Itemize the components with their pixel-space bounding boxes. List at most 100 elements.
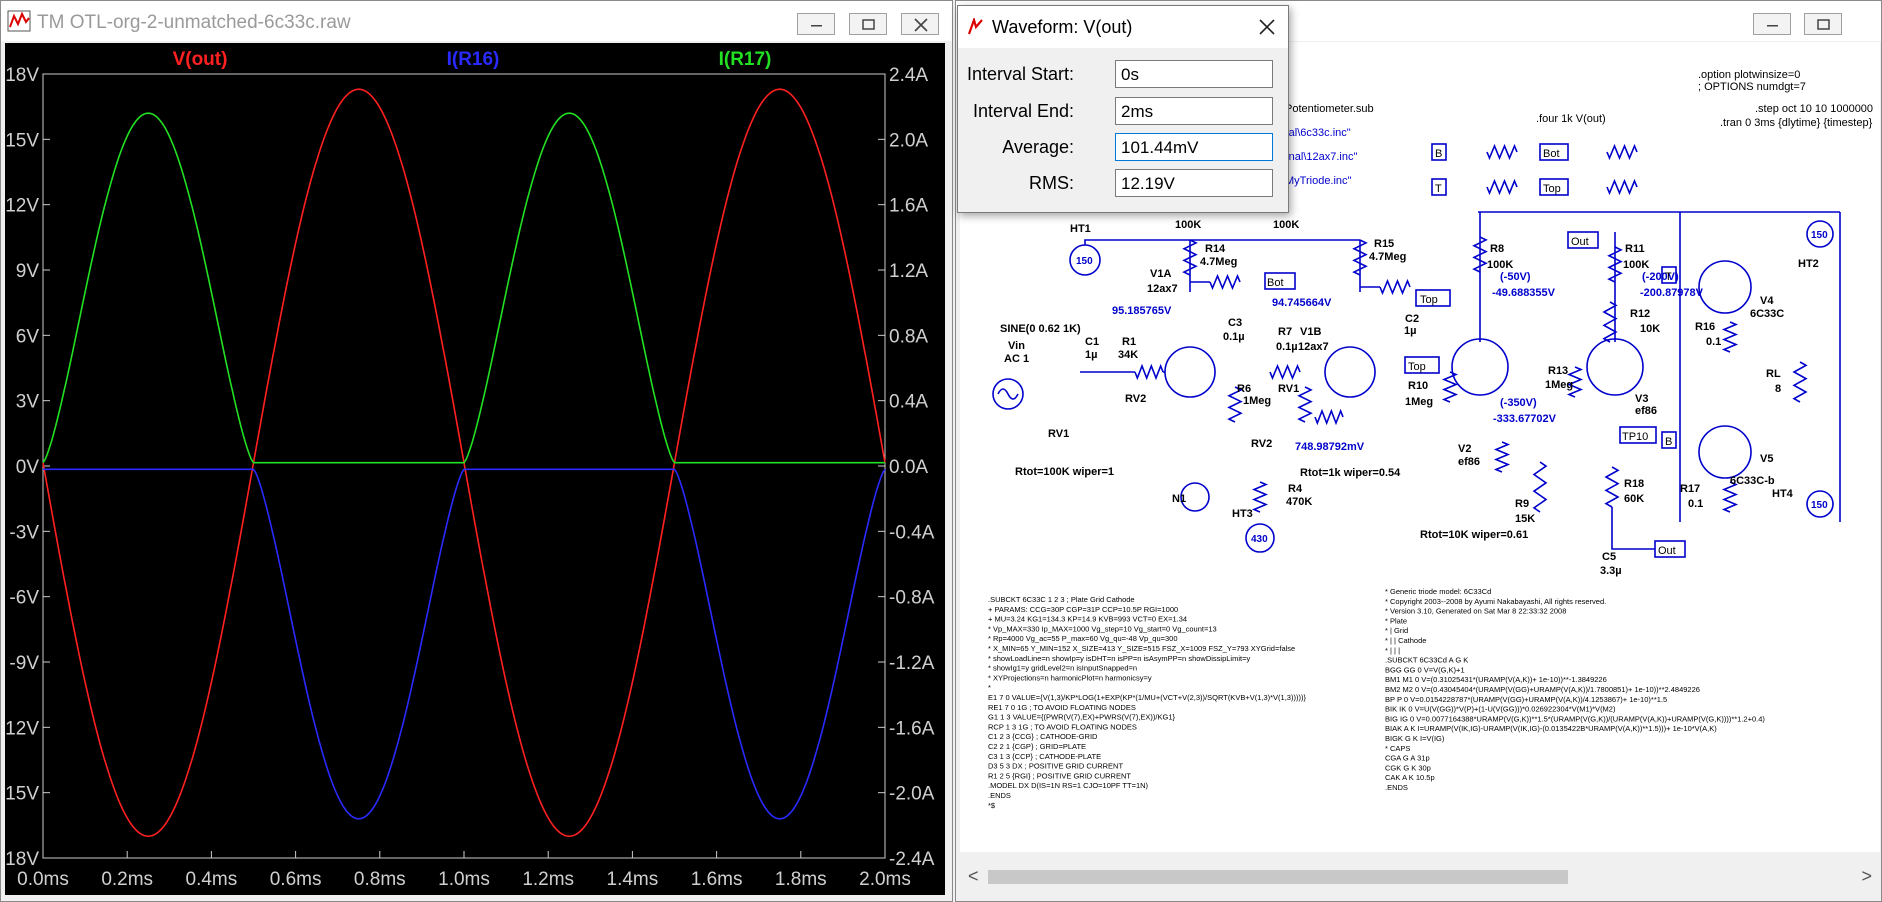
component-value: 0.1µ — [1276, 341, 1298, 353]
component-value: ef86 — [1635, 405, 1657, 417]
y-left-tick-label: 15V — [5, 130, 39, 151]
component-name: R13 — [1548, 365, 1568, 377]
component-value: 15K — [1515, 513, 1535, 525]
minimize-button[interactable] — [797, 13, 835, 35]
component-name: N1 — [1172, 493, 1186, 505]
x-tick-label: 1.6ms — [691, 869, 743, 890]
subckt-line: * Vp_MAX=330 Ip_MAX=1000 Vg_step=10 Vg_s… — [988, 624, 1217, 633]
average-field[interactable]: 101.44mV — [1115, 133, 1273, 161]
source-value: 150 — [1811, 500, 1828, 511]
waveform-icon — [967, 18, 983, 35]
rms-label: RMS: — [1029, 173, 1074, 193]
component-name: R17 — [1680, 483, 1700, 495]
resistor-symbol — [1441, 371, 1459, 403]
component-name: RV2 — [1251, 438, 1272, 450]
interval-start-field[interactable]: 0s — [1115, 60, 1273, 88]
trace-label[interactable]: I(R16) — [447, 49, 500, 70]
component-value: 0.1 — [1688, 498, 1703, 510]
trace-label[interactable]: V(out) — [173, 49, 228, 70]
plot-window-titlebar[interactable]: TM OTL-org-2-unmatched-6c33c.raw — [1, 1, 952, 41]
net-label: B — [1665, 436, 1672, 448]
component-name: HT3 — [1232, 508, 1253, 520]
component-name: R4 — [1288, 483, 1303, 495]
y-left-tick-label: -9V — [9, 653, 39, 674]
resistor-symbol — [1607, 246, 1623, 283]
maximize-button[interactable] — [849, 13, 887, 35]
component-value: 1µ — [1085, 349, 1097, 361]
subckt-line: .SUBCKT 6C33C 1 2 3 ; Plate Grid Cathode — [988, 595, 1135, 604]
component-value: 0.1µ — [1223, 331, 1245, 343]
trace-i-r16[interactable] — [43, 468, 886, 820]
net-label: Top — [1420, 294, 1438, 306]
subckt-line: * Copyright 2003--2008 by Ayumi Nakabaya… — [1385, 597, 1606, 606]
component-name: C5 — [1602, 551, 1616, 563]
component-value: 6C33C-b — [1730, 475, 1775, 487]
component-value: ef86 — [1458, 456, 1480, 468]
subckt-line: + MU=3.24 KG1=134.3 KP=14.9 KVB=993 VCT=… — [988, 615, 1187, 624]
subckt-line: BM2 M2 0 V=(0.43045404*(URAMP(V(GG)+URAM… — [1385, 685, 1700, 694]
source-name: Vin — [1008, 340, 1025, 352]
dialog-titlebar[interactable]: Waveform: V(out) — [958, 6, 1288, 48]
resistor-symbol — [1532, 461, 1548, 513]
subckt-line: R1 2 5 {RGI} ; POSITIVE GRID CURRENT — [988, 771, 1131, 780]
component-value: 4.7Meg — [1369, 251, 1406, 263]
close-icon — [914, 18, 928, 32]
netlabel-box — [1539, 143, 1569, 161]
schematic-maximize-button[interactable] — [1804, 13, 1842, 35]
resistor-symbol — [1379, 278, 1411, 296]
component-name: RV2 — [1125, 393, 1146, 405]
component-name: R10 — [1408, 380, 1428, 392]
dialog-close-icon[interactable] — [1258, 18, 1276, 36]
y-left-tick-label: 12V — [5, 196, 39, 217]
y-left-tick-label: 18V — [5, 65, 39, 86]
component-value: 6C33C — [1750, 308, 1784, 320]
subckt-line: BM1 M1 0 V=(0.31025431*(URAMP(V(A,K))+ 1… — [1385, 675, 1607, 684]
y-left-tick-label: -12V — [5, 718, 39, 739]
subckt-line: * | | | — [1385, 646, 1400, 655]
net-label: TP10 — [1622, 431, 1648, 443]
tube-symbol — [1698, 425, 1752, 479]
x-tick-label: 0.4ms — [186, 869, 238, 890]
component-value: 12ax7 — [1147, 283, 1178, 295]
component-name: V5 — [1760, 453, 1773, 465]
netlabel-box — [1539, 178, 1569, 196]
component-name: R11 — [1625, 243, 1645, 255]
component-value: 100K — [1175, 219, 1201, 231]
resistor-symbol — [1472, 236, 1488, 273]
scroll-right-arrow[interactable]: > — [1861, 866, 1872, 886]
subckt-line: * XYProjections=n harmonicPlot=n harmoni… — [988, 673, 1152, 682]
subckt-line: BIG IG 0 V=0.0077164388*URAMP(V(G,K))**1… — [1385, 714, 1765, 723]
interval-end-field[interactable]: 2ms — [1115, 97, 1273, 125]
waveform-chart[interactable]: V(out)I(R16)I(R17) 18V15V12V9V6V3V0V-3V-… — [5, 43, 945, 895]
subckt-line: * | Grid — [1385, 626, 1408, 635]
y-right-tick-label: -0.8A — [889, 588, 935, 609]
schematic-drawing[interactable]: * Calculate anode currentGa A K* Calcula… — [960, 42, 1880, 852]
rms-field[interactable]: 12.19V — [1115, 169, 1273, 197]
component-value: 1Meg — [1243, 395, 1271, 407]
horizontal-scrollbar[interactable]: < > — [960, 864, 1880, 890]
schematic-minimize-button[interactable] — [1753, 13, 1791, 35]
tube-symbol — [1586, 338, 1644, 396]
component-name: RL — [1766, 368, 1781, 380]
trace-label[interactable]: I(R17) — [719, 49, 772, 70]
trace-i-r17[interactable] — [42, 112, 885, 464]
scroll-left-arrow[interactable]: < — [968, 866, 979, 886]
y-left-tick-label: -6V — [9, 588, 39, 609]
waveform-dialog: Waveform: V(out) Interval Start: 0s Inte… — [957, 5, 1289, 213]
minimize-icon — [811, 25, 822, 27]
subckt-line: C2 2 1 {CGP} ; GRID=PLATE — [988, 742, 1086, 751]
resistor-symbol — [1486, 143, 1518, 161]
subckt-line: * Generic triode model: 6C33Cd — [1385, 587, 1491, 596]
resistor-symbol — [1606, 178, 1638, 196]
close-button[interactable] — [901, 13, 939, 35]
net-label: Top — [1408, 361, 1426, 373]
netlabel-box — [1404, 356, 1440, 374]
vin-source — [992, 378, 1024, 410]
scroll-thumb[interactable] — [988, 870, 1568, 884]
schematic-canvas[interactable]: * Calculate anode currentGa A K* Calcula… — [960, 42, 1880, 852]
resistor-symbol — [1606, 143, 1638, 161]
component-name: R12 — [1630, 308, 1650, 320]
resistor-symbol — [1602, 301, 1618, 343]
rtot-label: Rtot=10K wiper=0.61 — [1420, 529, 1528, 541]
